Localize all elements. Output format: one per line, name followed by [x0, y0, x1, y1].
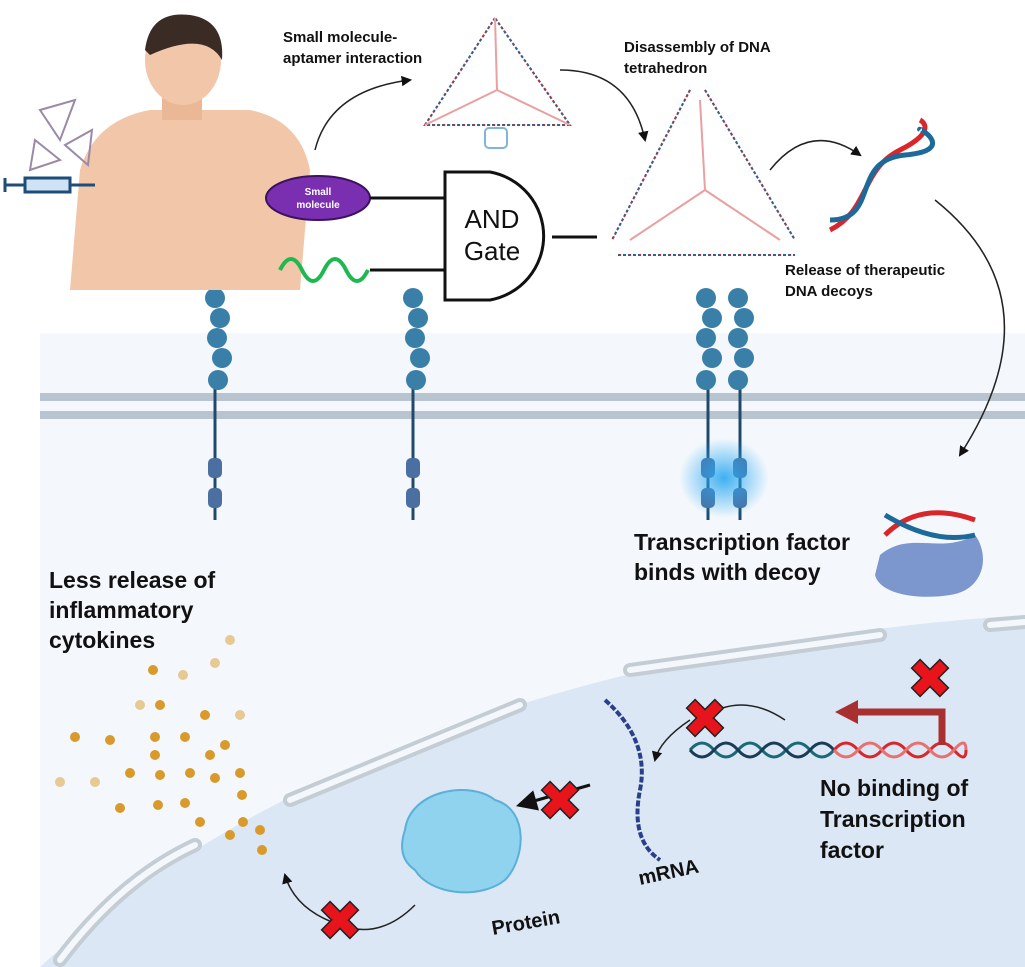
cytokine — [200, 710, 210, 720]
tf-binds-label-1: Transcription factor — [634, 529, 850, 555]
receptor-domain — [208, 370, 228, 390]
aptamer-label-1: Small molecule- — [283, 29, 397, 46]
cytokine — [155, 700, 165, 710]
block-x-icon — [320, 900, 360, 940]
no-binding-label-3: factor — [820, 837, 884, 863]
cytokine — [225, 830, 235, 840]
block-x-icon — [910, 658, 950, 698]
no-binding-label-2: Transcription — [820, 806, 966, 832]
receptor-domain — [728, 370, 748, 390]
receptor-domain — [408, 308, 428, 328]
receptor-domain — [702, 348, 722, 368]
patient-figure — [70, 14, 310, 290]
tf-binds-label-2: binds with decoy — [634, 559, 821, 585]
no-binding-label-1: No binding of — [820, 775, 969, 801]
cytokine — [225, 635, 235, 645]
receptor-domain — [696, 288, 716, 308]
syringe-icon — [3, 176, 95, 194]
cytokine — [205, 750, 215, 760]
small-molecule-label-2: molecule — [296, 200, 340, 211]
dna-decoy — [828, 117, 936, 233]
receptor-domain — [210, 308, 230, 328]
small-molecule-label-1: Small — [305, 187, 332, 198]
receptors — [205, 288, 754, 520]
cytokine — [220, 740, 230, 750]
aptamer-label-2: aptamer interaction — [283, 50, 422, 67]
cytokine — [125, 768, 135, 778]
cytokine — [235, 768, 245, 778]
receptor-domain — [405, 328, 425, 348]
cytokine — [150, 732, 160, 742]
dna-tetrahedron-disassembled — [611, 89, 796, 256]
and-gate-label-2: Gate — [464, 236, 520, 266]
cytokine — [70, 732, 80, 742]
cytokine — [155, 770, 165, 780]
cytokine — [115, 803, 125, 813]
signal-wave — [278, 257, 370, 283]
gene-dna — [688, 741, 968, 759]
receptor-domain — [207, 328, 227, 348]
cytokine — [55, 777, 65, 787]
release-label-1: Release of therapeutic — [785, 262, 945, 279]
cytokine — [178, 670, 188, 680]
tetrahedron-icons — [28, 98, 94, 172]
cytokine — [135, 700, 145, 710]
receptor-domain — [212, 348, 232, 368]
decoy-transcription-factor-complex — [875, 510, 983, 597]
cytokine — [148, 665, 158, 675]
disassembly-label-1: Disassembly of DNA — [624, 39, 771, 56]
cytokine — [105, 735, 115, 745]
mrna-strand — [603, 698, 662, 862]
receptor-domain — [728, 328, 748, 348]
decoy-binding-glow — [679, 438, 769, 518]
release-label-2: DNA decoys — [785, 283, 873, 300]
cytokine — [195, 817, 205, 827]
receptor-domain — [410, 348, 430, 368]
receptor-domain — [205, 288, 225, 308]
block-x-icon — [540, 780, 580, 820]
protein-blob — [401, 789, 522, 894]
cytokine — [257, 845, 267, 855]
receptor-domain — [734, 348, 754, 368]
receptor-domain — [406, 370, 426, 390]
receptor-domain — [696, 328, 716, 348]
disassembly-label-2: tetrahedron — [624, 60, 707, 77]
less-release-label-2: inflammatory — [49, 597, 194, 623]
less-release-label-3: cytokines — [49, 627, 155, 653]
receptor — [403, 288, 430, 520]
cytokine — [180, 798, 190, 808]
cytokine — [150, 750, 160, 760]
cytokines — [55, 635, 267, 855]
small-molecule — [265, 175, 371, 221]
promoter-arrow — [855, 708, 946, 745]
receptor — [205, 288, 232, 520]
and-gate-label-1: AND — [465, 204, 520, 234]
receptor-domain — [403, 288, 423, 308]
receptor-domain — [734, 308, 754, 328]
and-gate — [443, 170, 546, 302]
cytokine — [90, 777, 100, 787]
cytokine — [210, 773, 220, 783]
cell-membrane — [40, 393, 1025, 419]
receptor-domain — [696, 370, 716, 390]
receptor-domain — [702, 308, 722, 328]
cytokine — [185, 768, 195, 778]
cytokine — [235, 710, 245, 720]
cytokine — [255, 825, 265, 835]
less-release-label-1: Less release of — [49, 567, 216, 593]
dna-tetrahedron-intact — [423, 16, 572, 149]
block-x-icon — [685, 698, 725, 738]
cytokine — [237, 790, 247, 800]
receptor-domain — [728, 288, 748, 308]
cytokine — [153, 800, 163, 810]
cytokine — [180, 732, 190, 742]
cytokine — [238, 817, 248, 827]
cytokine — [210, 658, 220, 668]
